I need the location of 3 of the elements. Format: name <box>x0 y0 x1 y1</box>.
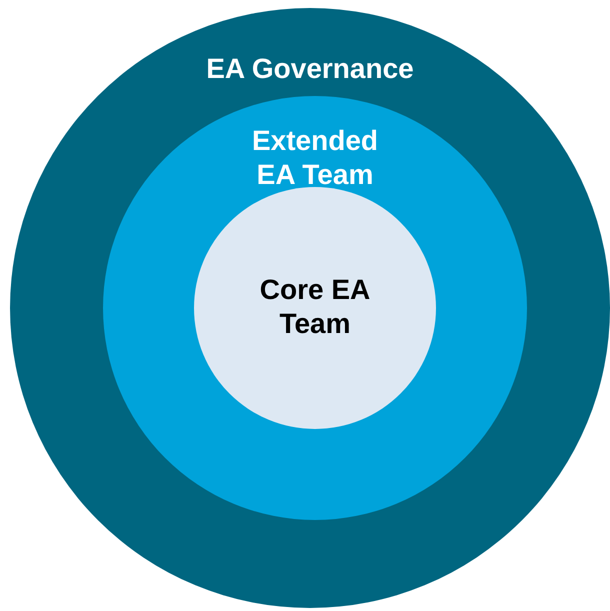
circle-label: Core EA Team <box>258 273 372 341</box>
circle-label: EA Governance <box>205 52 415 86</box>
circle-label: Extended EA Team <box>250 124 380 192</box>
